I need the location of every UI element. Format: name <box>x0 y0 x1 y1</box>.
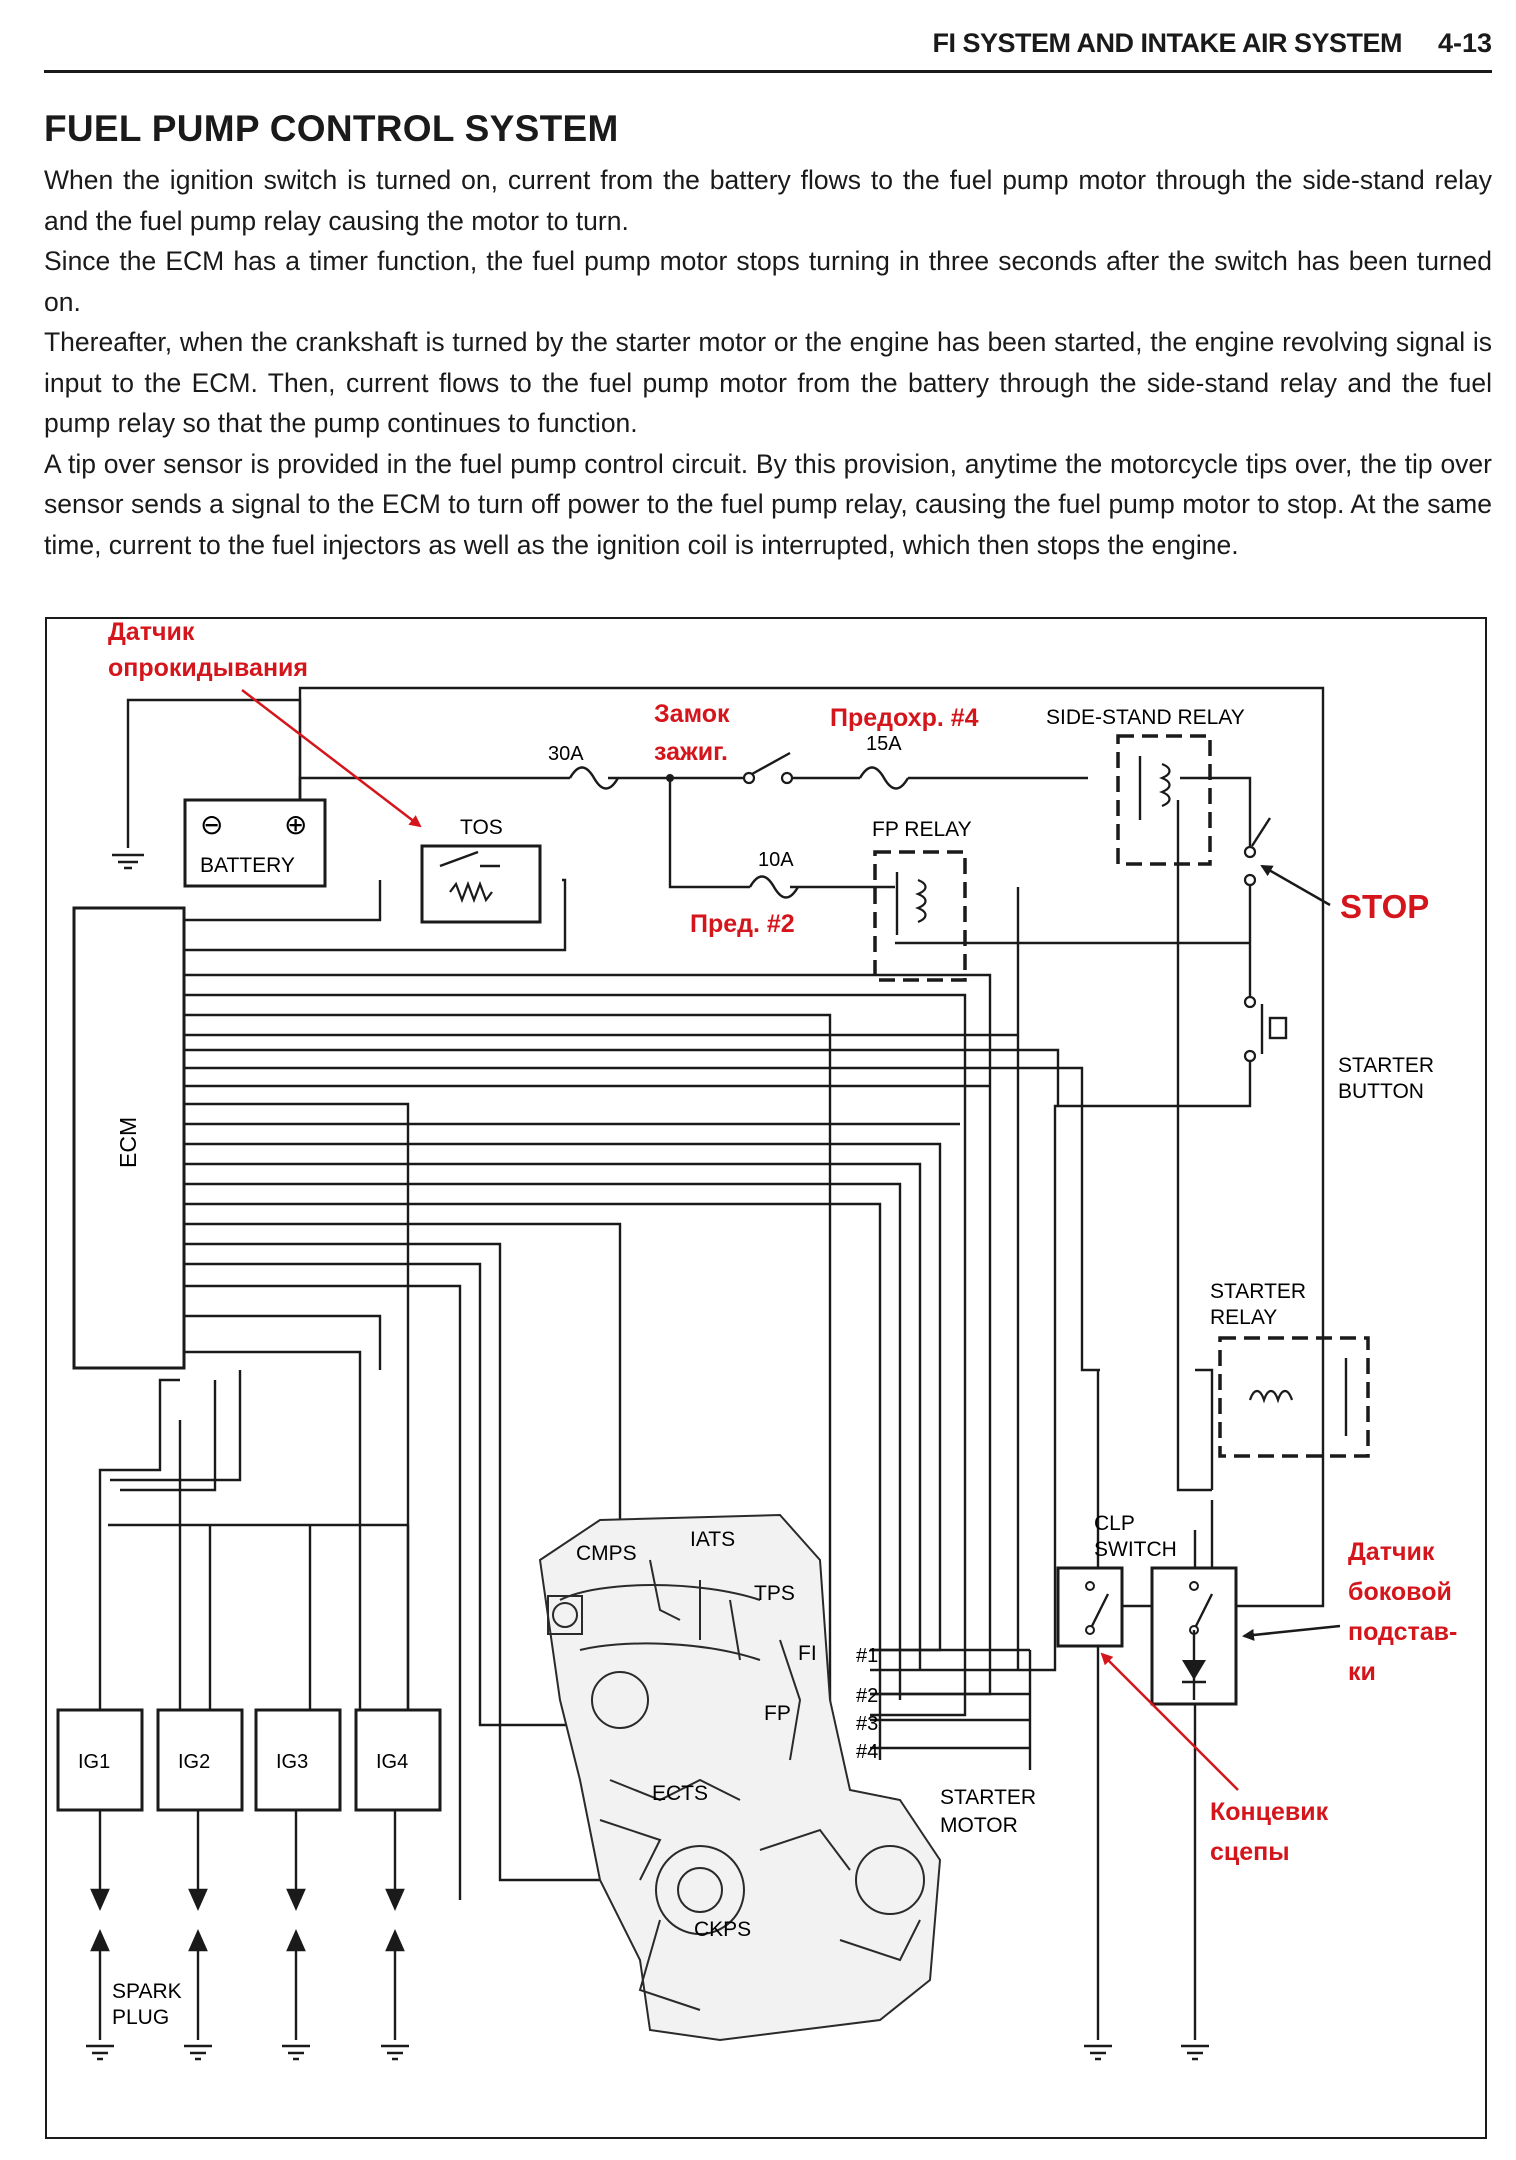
annotation-clutch-1: Концевик <box>1210 1798 1329 1826</box>
ig3-label: IG3 <box>276 1751 308 1773</box>
paragraph: Since the ECM has a timer function, the … <box>44 246 1492 317</box>
starter-motor-label-2: MOTOR <box>940 1814 1018 1837</box>
ckps-label: CKPS <box>694 1918 751 1941</box>
ignition-coils: IG1 IG2 IG3 IG4 <box>56 1708 442 1812</box>
side-stand-switch <box>1150 1566 1238 1706</box>
paragraph: A tip over sensor is provided in the fue… <box>44 448 1492 560</box>
clp-switch: CLP SWITCH <box>1056 1512 1177 1648</box>
header-title: FI SYSTEM AND INTAKE AIR SYSTEM <box>932 28 1402 58</box>
fp-relay: FP RELAY <box>872 818 972 982</box>
injector-1-label: #1 <box>856 1645 878 1667</box>
starter-motor-label-1: STARTER <box>940 1786 1036 1809</box>
fp-label: FP <box>764 1702 791 1725</box>
ig4-label: IG4 <box>376 1751 408 1773</box>
annotation-side-stand-3: подстав- <box>1348 1618 1457 1646</box>
starter-button: STARTER BUTTON <box>1243 995 1434 1103</box>
ground-symbol <box>112 853 144 870</box>
spark-plug-label-2: PLUG <box>112 2006 169 2029</box>
fuse-10a-label: 10A <box>758 849 794 871</box>
injector-2-label: #2 <box>856 1685 878 1707</box>
page-header: FI SYSTEM AND INTAKE AIR SYSTEM 4-13 <box>44 22 1492 73</box>
iats-label: IATS <box>690 1528 735 1551</box>
annotation-tip-over-1: Датчик <box>108 618 195 646</box>
annotation-tip-over-2: опрокидывания <box>108 654 308 682</box>
starter-relay: STARTER RELAY <box>1210 1280 1370 1458</box>
side-stand-relay: SIDE-STAND RELAY <box>1046 706 1245 866</box>
ecm: ECM <box>72 906 186 1370</box>
fuse-15a-label: 15A <box>866 733 902 755</box>
starter-button-label-1: STARTER <box>1338 1054 1434 1077</box>
fuse-10a: 10A <box>748 849 800 899</box>
ecm-label: ECM <box>115 1117 141 1168</box>
annotation-side-stand-2: боковой <box>1348 1578 1452 1606</box>
annotation-ignition-1: Замок <box>654 700 730 728</box>
fuse-30a: 30A <box>548 743 620 790</box>
annotation-fuse-4: Предохр. #4 <box>830 704 979 732</box>
ignition-switch <box>666 751 794 785</box>
section-title: FUEL PUMP CONTROL SYSTEM <box>44 108 619 149</box>
annotation-side-stand-1: Датчик <box>1348 1538 1435 1566</box>
spark-plugs <box>90 1888 405 1952</box>
fp-relay-label: FP RELAY <box>872 818 972 841</box>
battery: ⊖ ⊕ BATTERY <box>183 798 327 888</box>
tps-label: TPS <box>754 1582 795 1605</box>
annotation-arrows <box>241 689 1341 1791</box>
annotation-side-stand-4: ки <box>1348 1658 1376 1686</box>
engine-drawing <box>538 1513 942 2042</box>
tip-over-sensor: TOS <box>420 816 542 924</box>
starter-relay-label-1: STARTER <box>1210 1280 1306 1303</box>
paragraph: Thereafter, when the crankshaft is turne… <box>44 327 1492 438</box>
annotations: Датчик опрокидывания Замок зажиг. Предох… <box>108 618 1457 1866</box>
paragraph: When the ignition switch is turned on, c… <box>44 165 1492 236</box>
injector-4-label: #4 <box>856 1741 878 1763</box>
starter-button-label-2: BUTTON <box>1338 1080 1424 1103</box>
clp-switch-label-1: CLP <box>1094 1512 1135 1535</box>
annotation-clutch-2: сцепы <box>1210 1838 1290 1866</box>
fi-label: FI <box>798 1642 817 1665</box>
tos-label: TOS <box>460 816 503 839</box>
starter-relay-label-2: RELAY <box>1210 1306 1277 1329</box>
battery-plus: ⊕ <box>284 809 307 840</box>
ig1-label: IG1 <box>78 1751 110 1773</box>
diagram-frame <box>45 617 1487 2139</box>
annotation-ignition-2: зажиг. <box>654 738 728 766</box>
spark-plug-label-1: SPARK <box>112 1980 182 2003</box>
side-stand-relay-label: SIDE-STAND RELAY <box>1046 706 1245 729</box>
ects-label: ECTS <box>652 1782 708 1805</box>
ig2-label: IG2 <box>178 1751 210 1773</box>
clp-switch-label-2: SWITCH <box>1094 1538 1177 1561</box>
wires <box>98 686 1325 2040</box>
ground-symbols <box>86 2044 1209 2061</box>
injector-3-label: #3 <box>856 1713 878 1735</box>
fuse-15a: 15A <box>858 733 910 790</box>
page-number: 4-13 <box>1437 28 1492 58</box>
fuse-30a-label: 30A <box>548 743 584 765</box>
annotation-fuse-2: Пред. #2 <box>690 910 795 938</box>
cmps-label: CMPS <box>576 1542 637 1565</box>
body-text: When the ignition switch is turned on, c… <box>44 160 1492 565</box>
stop-switch <box>1243 817 1272 887</box>
battery-label: BATTERY <box>200 854 295 877</box>
annotation-stop: STOP <box>1340 888 1429 925</box>
battery-minus: ⊖ <box>200 809 223 840</box>
